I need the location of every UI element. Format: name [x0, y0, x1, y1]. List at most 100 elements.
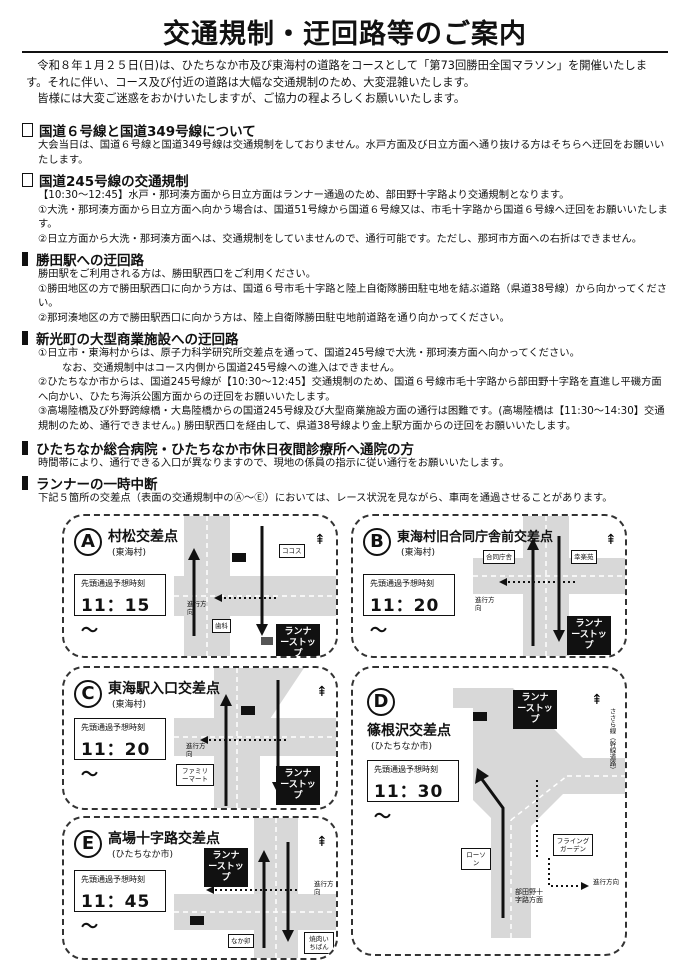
section-marker-icon [22, 122, 33, 137]
road-label: 部田野十字路方面 [515, 888, 543, 904]
intersection-name: 篠根沢交差点 [367, 723, 451, 739]
intersection-letter: C [74, 680, 102, 708]
section-text: ②ひたちなか市からは、国道245号線が【10:30～12:45】交通規制のため、… [38, 376, 662, 403]
section-heading: 国道６号線と国道349号線について [39, 123, 256, 140]
time-value: 11：20～ [81, 740, 151, 785]
section-route6: 国道６号線と国道349号線について 大会当日は、国道６号線と国道349号線は交通… [22, 121, 670, 167]
shop-label: 幸楽苑 [571, 550, 597, 564]
time-label: 先頭通過予想時刻 [81, 723, 145, 732]
section-heading: ひたちなか総合病院・ひたちなか市休日夜間診療所へ通院の方 [36, 441, 414, 458]
shop-label: ローソン [461, 848, 491, 870]
svg-text:⇞: ⇞ [591, 692, 603, 708]
section-runner-pause: ランナーの一時中断 下記５箇所の交差点（表面の交通規制中のⒶ～Ⓔ）においては、レ… [22, 474, 670, 506]
shop-label: 焼肉いちばん [304, 932, 334, 954]
intersection-area: (東海村) [112, 700, 147, 710]
time-box: 先頭通過予想時刻 11：20～ [74, 718, 166, 785]
section-text: 勝田駅をご利用される方は、勝田駅西口をご利用ください。 [38, 268, 317, 280]
time-box: 先頭通過予想時刻 11：30～ [367, 760, 459, 827]
shop-label: フライングガーデン [553, 834, 593, 856]
direction-label: 進行方向 [186, 742, 206, 758]
runner-stop-sign: ランナーストップ [204, 848, 248, 887]
intro-p2: 皆様には大変ご迷惑をおかけいたしますが、ご協力の程よろしくお願いいたします。 [37, 92, 466, 106]
section-heading: 新光町の大型商業施設への迂回路 [36, 331, 239, 348]
runner-stop-sign: ランナーストップ [276, 624, 320, 656]
time-box: 先頭通過予想時刻 11：20～ [363, 574, 455, 641]
intersection-card-a: ⇞ A 村松交差点 (東海村) ココス 歯科 進行方向 先頭通過予想時刻 11：… [62, 514, 338, 658]
section-marker-icon [22, 251, 28, 266]
intersection-letter: B [363, 528, 391, 556]
shop-label: ココス [279, 544, 305, 558]
section-text: ②日立方面から大洗・那珂湊方面へは、交通規制をしていませんので、通行可能です。た… [38, 232, 643, 245]
svg-text:⇞: ⇞ [316, 834, 328, 850]
time-label: 先頭通過予想時刻 [370, 579, 434, 588]
shop-label: 合同庁舎 [483, 550, 515, 564]
intersection-name: 東海駅入口交差点 [108, 681, 220, 697]
intersection-card-d: ⇞ D 篠根沢交差点 (ひたちなか市) ローソン フライングガーデン ささら線（… [351, 666, 627, 956]
shop-label: ファミリーマート [176, 764, 214, 786]
title-rule [22, 51, 668, 53]
svg-text:⇞: ⇞ [316, 684, 328, 700]
section-text: ①大洗・那珂湊方面から日立方面へ向かう場合は、国道51号線から国道６号線又は、市… [38, 203, 668, 231]
section-marker-icon [22, 440, 28, 455]
intro-p1: 令和８年１月２５日(日)は、ひたちなか市及び東海村の道路をコースとして「第73回… [26, 59, 648, 89]
shop-label: 歯科 [212, 619, 231, 633]
time-value: 11：15～ [81, 596, 151, 641]
section-heading: ランナーの一時中断 [36, 476, 158, 493]
direction-label: 進行方向 [593, 878, 619, 886]
intersection-name: 村松交差点 [108, 529, 178, 545]
section-katsuta-station: 勝田駅への迂回路 勝田駅をご利用される方は、勝田駅西口をご利用ください。 ①勝田… [22, 250, 670, 325]
time-label: 先頭通過予想時刻 [374, 765, 438, 774]
section-text: ②那珂湊地区の方で勝田駅西口に向かう方は、陸上自衛隊勝田駐屯地前道路を通り向かっ… [38, 311, 510, 324]
section-text: ①日立市・東海村からは、原子力科学研究所交差点を通って、国道245号線で大洗・那… [38, 347, 580, 359]
runner-stop-sign: ランナーストップ [276, 766, 320, 805]
intersection-name: 東海村旧合同庁舎前交差点 [397, 530, 554, 545]
road-label: ささら線（幹線道路） [608, 708, 616, 773]
intersection-map-b: ⇞ [473, 516, 625, 656]
intersection-card-b: ⇞ B 東海村旧合同庁舎前交差点 (東海村) 合同庁舎 幸楽苑 進行方向 先頭通… [351, 514, 627, 658]
intersection-area: (東海村) [401, 548, 436, 558]
shop-label: なか卯 [228, 934, 254, 948]
intersection-letter: E [74, 830, 102, 858]
intersection-name: 高場十字路交差点 [108, 831, 220, 847]
section-marker-icon [22, 172, 33, 187]
intersection-map-e: ⇞ [174, 818, 336, 958]
section-route245: 国道245号線の交通規制 【10:30～12:45】水戸・那珂湊方面から日立方面… [22, 171, 670, 246]
intersection-area: (ひたちなか市) [112, 850, 174, 860]
time-value: 11：30～ [374, 782, 444, 827]
intersection-card-c: ⇞ C 東海駅入口交差点 (東海村) ファミリーマート 進行方向 先頭通過予想時… [62, 666, 338, 810]
section-text: 【10:30～12:45】水戸・那珂湊方面から日立方面はランナー通過のため、部田… [38, 189, 570, 201]
section-marker-icon [22, 330, 28, 345]
intersection-map-d: ⇞ [453, 688, 625, 938]
section-text: 下記５箇所の交差点（表面の交通規制中のⒶ～Ⓔ）においては、レース状況を見ながら、… [38, 492, 613, 504]
time-box: 先頭通過予想時刻 11：45～ [74, 870, 166, 937]
intersection-area: (ひたちなか市) [371, 742, 433, 752]
section-hospital: ひたちなか総合病院・ひたちなか市休日夜間診療所へ通院の方 時間帯により、通行でき… [22, 439, 670, 471]
intersection-map-a: ⇞ [174, 516, 336, 656]
section-text: 大会当日は、国道６号線と国道349号線は交通規制をしておりません。水戸方面及び日… [38, 139, 665, 166]
time-box: 先頭通過予想時刻 11：15～ [74, 574, 166, 641]
time-value: 11：45～ [81, 892, 151, 937]
time-value: 11：20～ [370, 596, 440, 641]
intersection-letter: D [367, 688, 395, 716]
time-label: 先頭通過予想時刻 [81, 875, 145, 884]
runner-stop-sign: ランナーストップ [567, 616, 611, 655]
section-marker-icon [22, 475, 28, 490]
section-text: 時間帯により、通行できる入口が異なりますので、現地の係員の指示に従い通行をお願い… [38, 457, 510, 469]
intersection-letter: A [74, 528, 102, 556]
section-text: ③高場陸橋及び外野跨線橋・大島陸橋からの国道245号線及び大型商業施設方面の通行… [38, 405, 665, 432]
intersection-area: (東海村) [112, 548, 147, 558]
direction-label: 進行方向 [314, 880, 334, 896]
section-heading: 勝田駅への迂回路 [36, 252, 144, 269]
page-title: 交通規制・迂回路等のご案内 [163, 19, 527, 50]
section-text: ①勝田地区の方で勝田駅西口に向かう方は、国道６号市毛十字路と陸上自衛隊勝田駐屯地… [38, 282, 668, 310]
section-text: なお、交通規制中はコース内側から国道245号線への進入はできません。 [62, 361, 401, 374]
time-label: 先頭通過予想時刻 [81, 579, 145, 588]
section-shopping: 新光町の大型商業施設への迂回路 ①日立市・東海村からは、原子力科学研究所交差点を… [22, 329, 670, 434]
intersection-card-e: ⇞ E 高場十字路交差点 (ひたちなか市) なか卯 焼肉いちばん 進行方向 先頭… [62, 816, 338, 960]
svg-text:⇞: ⇞ [314, 532, 326, 548]
svg-text:⇞: ⇞ [605, 532, 617, 548]
direction-label: 進行方向 [475, 596, 495, 612]
section-heading: 国道245号線の交通規制 [39, 173, 189, 190]
runner-stop-sign: ランナーストップ [513, 690, 557, 729]
intro: 令和８年１月２５日(日)は、ひたちなか市及び東海村の道路をコースとして「第73回… [26, 58, 666, 108]
